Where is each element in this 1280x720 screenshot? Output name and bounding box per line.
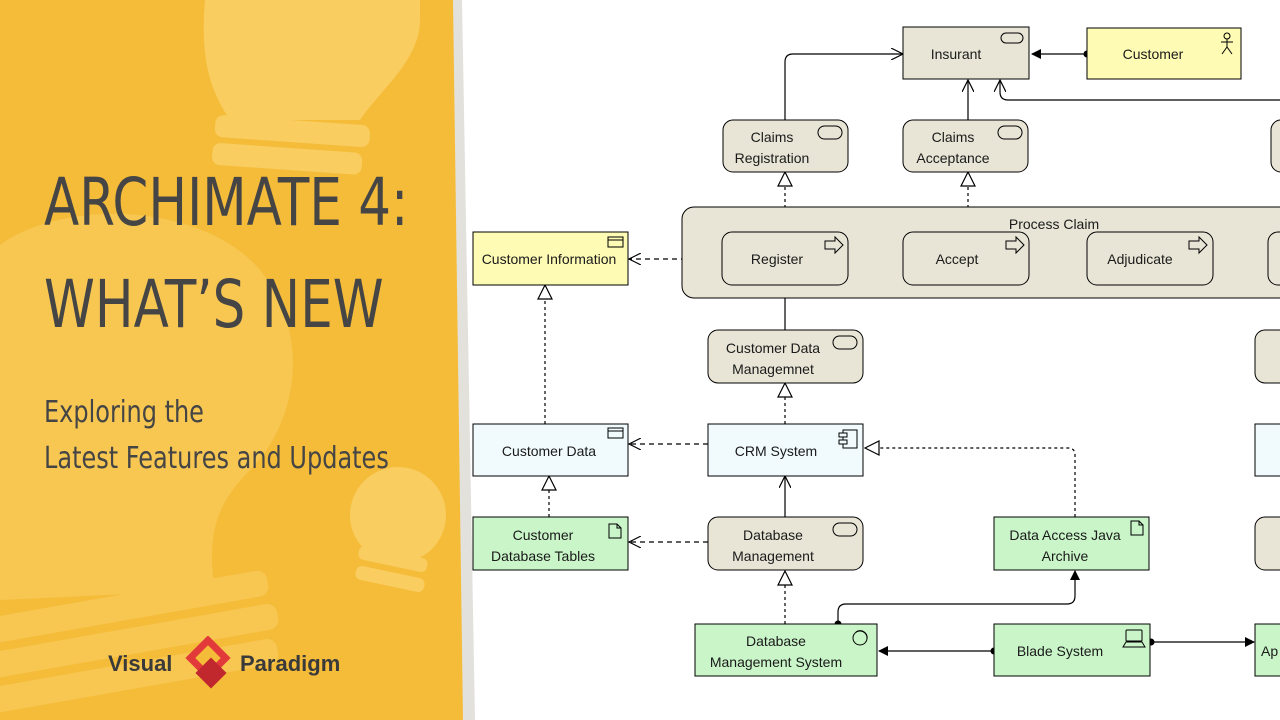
subtitle-line-1: Exploring the bbox=[44, 395, 204, 430]
lightbulb-small-icon bbox=[350, 467, 446, 593]
database-management-system-label-2: Management System bbox=[710, 654, 842, 670]
connector-dbms-java-archive bbox=[834, 570, 1080, 628]
brand-logo-icon bbox=[185, 636, 231, 689]
blade-system-label: Blade System bbox=[1017, 643, 1103, 659]
crm-system-node[interactable]: CRM System bbox=[707, 423, 864, 477]
customer-data-management-node[interactable]: Customer Data Managemnet bbox=[707, 329, 864, 384]
crm-system-label: CRM System bbox=[735, 443, 817, 459]
customer-label: Customer bbox=[1123, 46, 1184, 62]
application-service-icon bbox=[832, 522, 858, 537]
claims-registration-node[interactable]: Claims Registration bbox=[722, 119, 849, 173]
claims-registration-label-1: Claims bbox=[751, 129, 794, 145]
blade-system-node[interactable]: Blade System bbox=[993, 623, 1151, 677]
data-access-java-archive-label-1: Data Access Java bbox=[1009, 527, 1120, 543]
application-service-icon bbox=[832, 335, 858, 350]
register-label: Register bbox=[751, 251, 803, 267]
adjudicate-node[interactable]: Adjudicate bbox=[1086, 231, 1214, 286]
customer-data-management-label-2: Managemnet bbox=[732, 361, 814, 377]
customer-information-node[interactable]: Customer Information bbox=[472, 231, 629, 286]
customer-information-label: Customer Information bbox=[482, 251, 617, 267]
register-node[interactable]: Register bbox=[721, 231, 849, 286]
accept-label: Accept bbox=[936, 251, 979, 267]
data-access-java-archive-node[interactable]: Data Access Java Archive bbox=[993, 516, 1150, 571]
business-process-icon bbox=[824, 235, 844, 255]
business-process-icon bbox=[1005, 235, 1025, 255]
connector-offscreen-insurant bbox=[1000, 80, 1280, 101]
left-panel: ARCHIMATE 4: WHAT’S NEW Exploring the La… bbox=[0, 0, 475, 720]
business-service-icon bbox=[817, 125, 843, 140]
artifact-icon bbox=[1130, 520, 1144, 536]
data-access-java-archive-label-2: Archive bbox=[1042, 548, 1089, 564]
business-role-icon bbox=[1000, 32, 1024, 44]
title-line-2: WHAT’S NEW bbox=[44, 266, 384, 343]
database-management-system-label-1: Database bbox=[746, 633, 806, 649]
business-actor-icon bbox=[1221, 32, 1233, 55]
connector-java-archive-crm bbox=[865, 448, 1076, 517]
customer-database-tables-label-1: Customer bbox=[513, 527, 574, 543]
customer-node[interactable]: Customer bbox=[1086, 27, 1242, 80]
offscreen-app-component-node[interactable] bbox=[1254, 423, 1280, 477]
insurant-node[interactable]: Insurant bbox=[902, 26, 1030, 80]
customer-database-tables-node[interactable]: Customer Database Tables bbox=[472, 516, 629, 571]
partial-app-label: Ap bbox=[1261, 643, 1278, 659]
data-object-icon bbox=[607, 427, 624, 439]
brand-name-right: Paradigm bbox=[240, 651, 341, 676]
accept-node[interactable]: Accept bbox=[902, 231, 1030, 286]
database-management-label-1: Database bbox=[743, 527, 803, 543]
business-object-icon bbox=[607, 236, 624, 248]
claims-acceptance-label-2: Acceptance bbox=[916, 150, 989, 166]
business-service-icon bbox=[997, 125, 1023, 140]
database-management-node[interactable]: Database Management bbox=[707, 516, 864, 571]
adjudicate-label: Adjudicate bbox=[1107, 251, 1173, 267]
claims-acceptance-label-1: Claims bbox=[932, 129, 975, 145]
system-software-icon bbox=[852, 630, 868, 646]
artifact-icon bbox=[608, 523, 622, 539]
application-component-icon bbox=[838, 429, 858, 449]
offscreen-app-service-node[interactable] bbox=[1254, 329, 1280, 384]
customer-data-management-label-1: Customer Data bbox=[726, 340, 820, 356]
customer-database-tables-label-2: Database Tables bbox=[491, 548, 595, 564]
process-claim-label: Process Claim bbox=[1009, 216, 1099, 232]
offscreen-service-node[interactable] bbox=[1270, 119, 1280, 173]
customer-data-label: Customer Data bbox=[502, 443, 596, 459]
business-process-icon bbox=[1188, 235, 1208, 255]
offscreen-app-service-node-2[interactable] bbox=[1254, 516, 1280, 571]
brand-name-left: Visual bbox=[108, 651, 173, 676]
partial-app-node[interactable]: Ap bbox=[1254, 623, 1280, 677]
subtitle-line-2: Latest Features and Updates bbox=[44, 441, 389, 476]
lightbulb-icon bbox=[203, 0, 420, 175]
offscreen-process-node[interactable] bbox=[1267, 231, 1280, 286]
claims-registration-label-2: Registration bbox=[735, 150, 810, 166]
database-management-system-node[interactable]: Database Management System bbox=[694, 623, 878, 677]
claims-acceptance-node[interactable]: Claims Acceptance bbox=[902, 119, 1029, 173]
database-management-label-2: Management bbox=[732, 548, 814, 564]
insurant-label: Insurant bbox=[931, 46, 982, 62]
title-line-1: ARCHIMATE 4: bbox=[44, 164, 409, 241]
connector-claims-registration-insurant bbox=[784, 54, 903, 120]
customer-data-node[interactable]: Customer Data bbox=[472, 423, 629, 477]
device-icon bbox=[1122, 629, 1146, 648]
